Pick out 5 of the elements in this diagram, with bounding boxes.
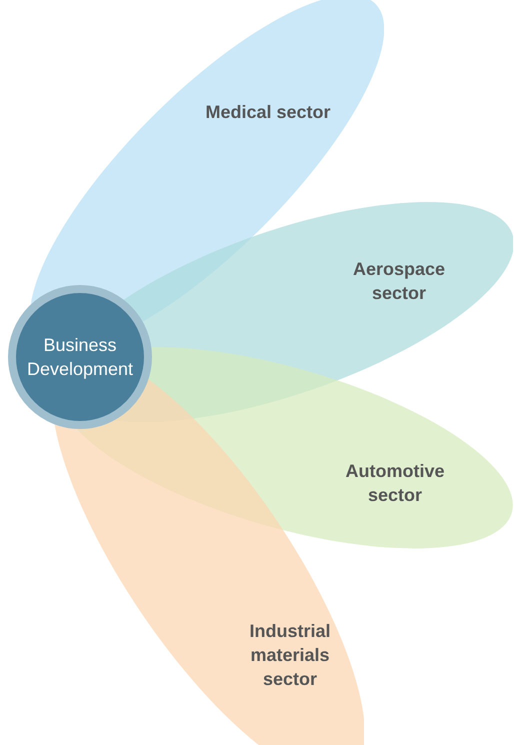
sector-label: Automotive sector — [344, 460, 446, 507]
hub-label: Business Development — [26, 334, 134, 381]
sector-label: Industrial materials sector — [248, 620, 332, 691]
sector-label: Aerospace sector — [352, 258, 446, 305]
sector-label: Medical sector — [204, 101, 332, 124]
